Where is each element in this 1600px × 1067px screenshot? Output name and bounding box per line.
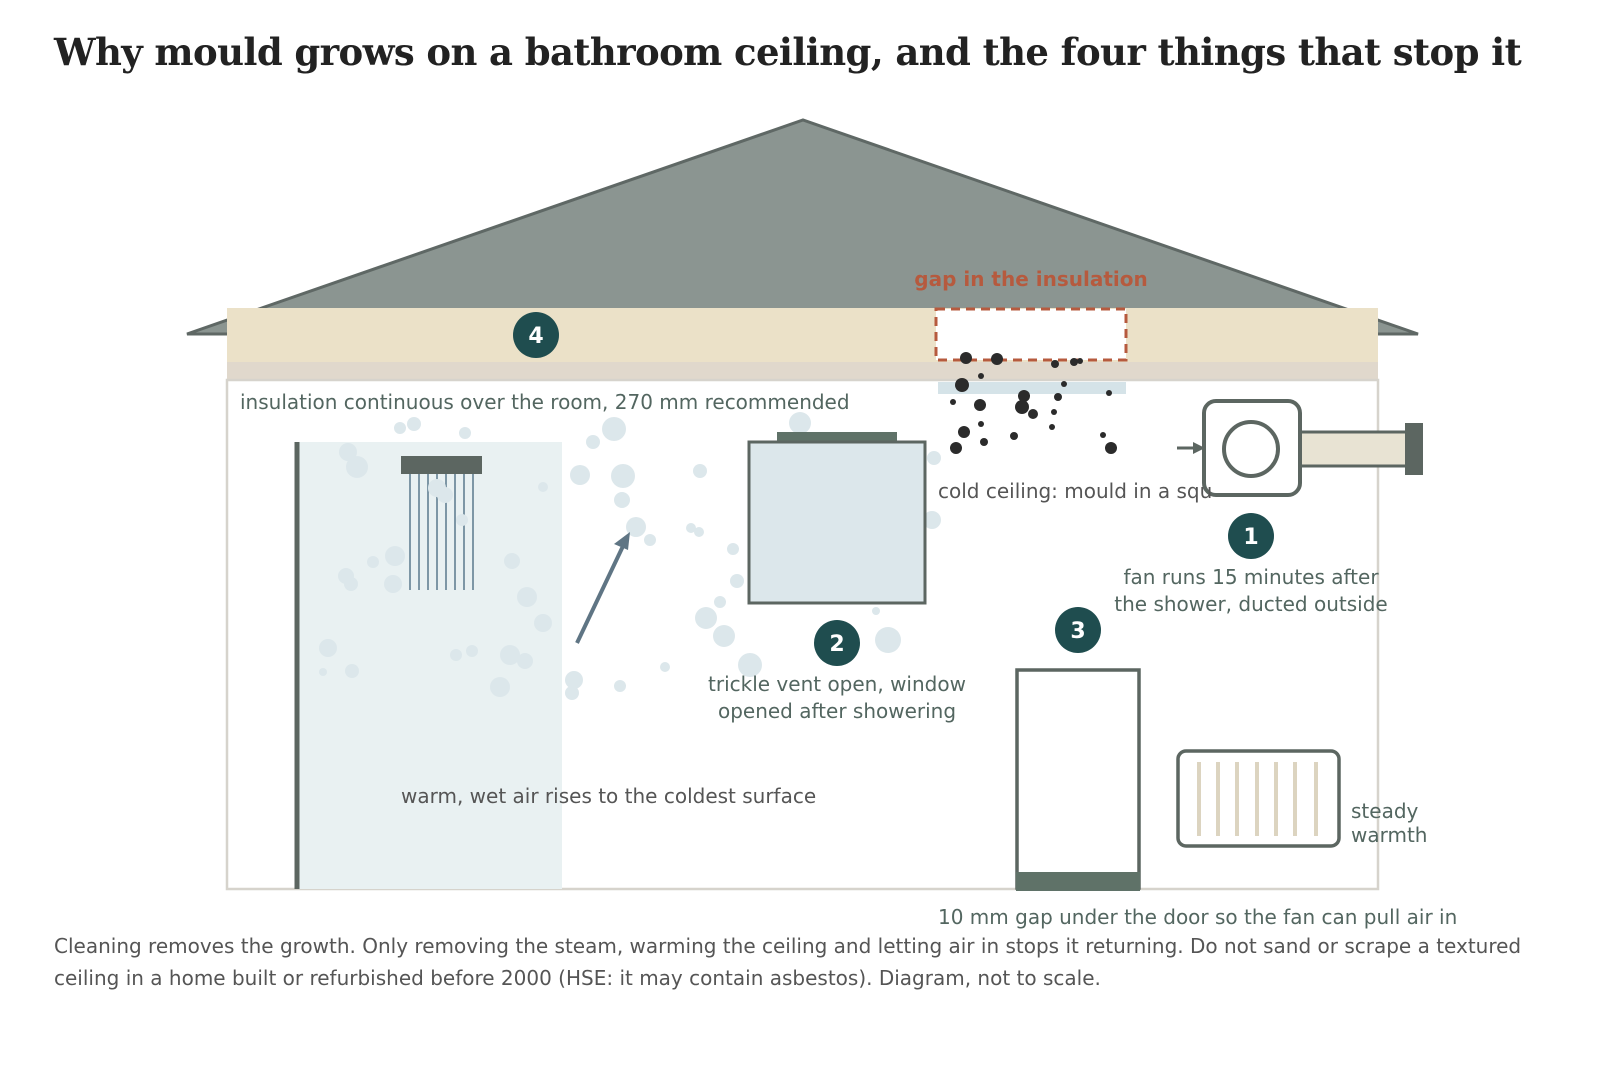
warm-air-label: warm, wet air rises to the coldest surfa… [401, 784, 816, 808]
mould-spots [950, 352, 1117, 454]
roof [186, 118, 1419, 336]
insulation-gap-label: gap in the insulation [914, 267, 1147, 291]
radiator-label-line2: warmth [1351, 823, 1427, 847]
extractor-fan-icon [1177, 399, 1423, 497]
svg-text:4: 4 [528, 324, 543, 349]
radiator-icon [1176, 749, 1341, 848]
caption: Cleaning removes the growth. Only removi… [54, 930, 1584, 994]
badge-2: 2 [814, 620, 860, 666]
radiator-label-line1: steady [1351, 799, 1419, 823]
loft-insulation [227, 308, 1378, 362]
ceiling-band [227, 362, 1378, 382]
cold-ceiling-patch [938, 382, 1126, 394]
svg-text:2: 2 [829, 632, 844, 657]
cold-ceiling-label: cold ceiling: mould in a squ [938, 479, 1212, 503]
fan-label-line1: fan runs 15 minutes after [1123, 565, 1379, 589]
door-gap-label: 10 mm gap under the door so the fan can … [938, 905, 1457, 929]
door-icon [1015, 668, 1141, 891]
badge-4: 4 [513, 312, 559, 358]
badge-3: 3 [1055, 607, 1101, 653]
svg-text:3: 3 [1070, 619, 1085, 644]
caption-line-2: ceiling in a home built or refurbished b… [54, 966, 1101, 990]
steam-droplets [319, 412, 941, 700]
badge-1: 1 [1228, 513, 1274, 559]
window-icon [747, 432, 927, 605]
insulation-continuous-label: insulation continuous over the room, 270… [240, 390, 850, 414]
shower-head-icon [401, 456, 482, 590]
insulation-gap [934, 307, 1128, 362]
vent-label-line1: trickle vent open, window [708, 672, 966, 696]
rising-air-arrow-icon [575, 532, 630, 644]
caption-line-1: Cleaning removes the growth. Only removi… [54, 934, 1522, 958]
fan-label-line2: the shower, ducted outside [1114, 592, 1387, 616]
vent-label-line2: opened after showering [718, 699, 956, 723]
svg-text:1: 1 [1243, 525, 1258, 550]
page-title: Why mould grows on a bathroom ceiling, a… [54, 30, 1522, 74]
